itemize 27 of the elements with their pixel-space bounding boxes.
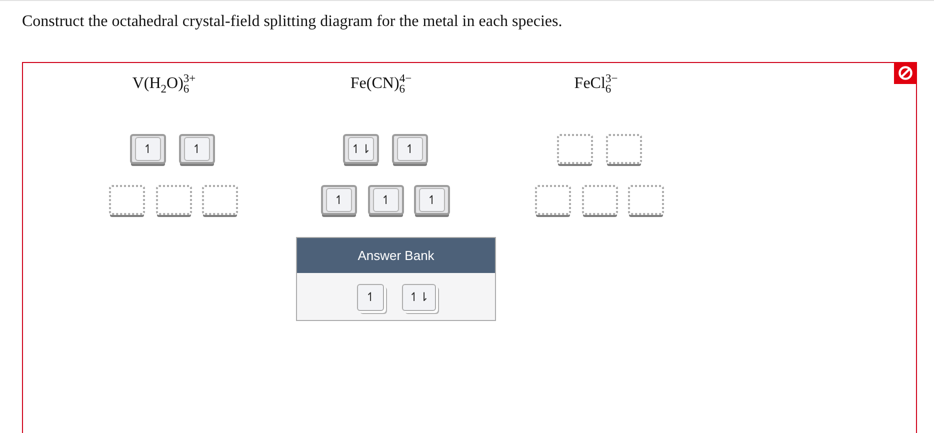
orbital-slot	[368, 185, 404, 215]
electron-tile: ↿	[184, 137, 210, 161]
electron-tile: ↿	[419, 188, 445, 212]
orbital-slot	[179, 134, 215, 164]
electron-tile: ↿	[397, 137, 423, 161]
orbital-slot	[156, 185, 192, 215]
orbital-slot	[321, 185, 357, 215]
orbital-slot	[414, 185, 450, 215]
electron-tile: ↿	[357, 284, 384, 311]
orbital-slot	[109, 185, 145, 215]
orbital-slot	[130, 134, 166, 164]
orbital-slot	[557, 134, 593, 164]
orbital-slot	[202, 185, 238, 215]
orbital-slot	[392, 134, 428, 164]
electron-tile: ↿	[135, 137, 161, 161]
orbital-slot	[535, 185, 571, 215]
answer-bank-header: Answer Bank	[297, 238, 495, 273]
orbital-slot	[343, 134, 379, 164]
electron-tile: ↿	[373, 188, 399, 212]
electron-tile: ↿⇂	[348, 137, 374, 161]
orbital-slot	[606, 134, 642, 164]
question-text: Construct the octahedral crystal-field splitting diagram for the metal in each species.	[22, 12, 562, 32]
electron-tile: ↿	[326, 188, 352, 212]
electron-tile: ↿⇂	[402, 284, 436, 311]
orbital-slot	[628, 185, 664, 215]
orbital-slot	[582, 185, 618, 215]
answer-bank-panel	[296, 237, 496, 321]
